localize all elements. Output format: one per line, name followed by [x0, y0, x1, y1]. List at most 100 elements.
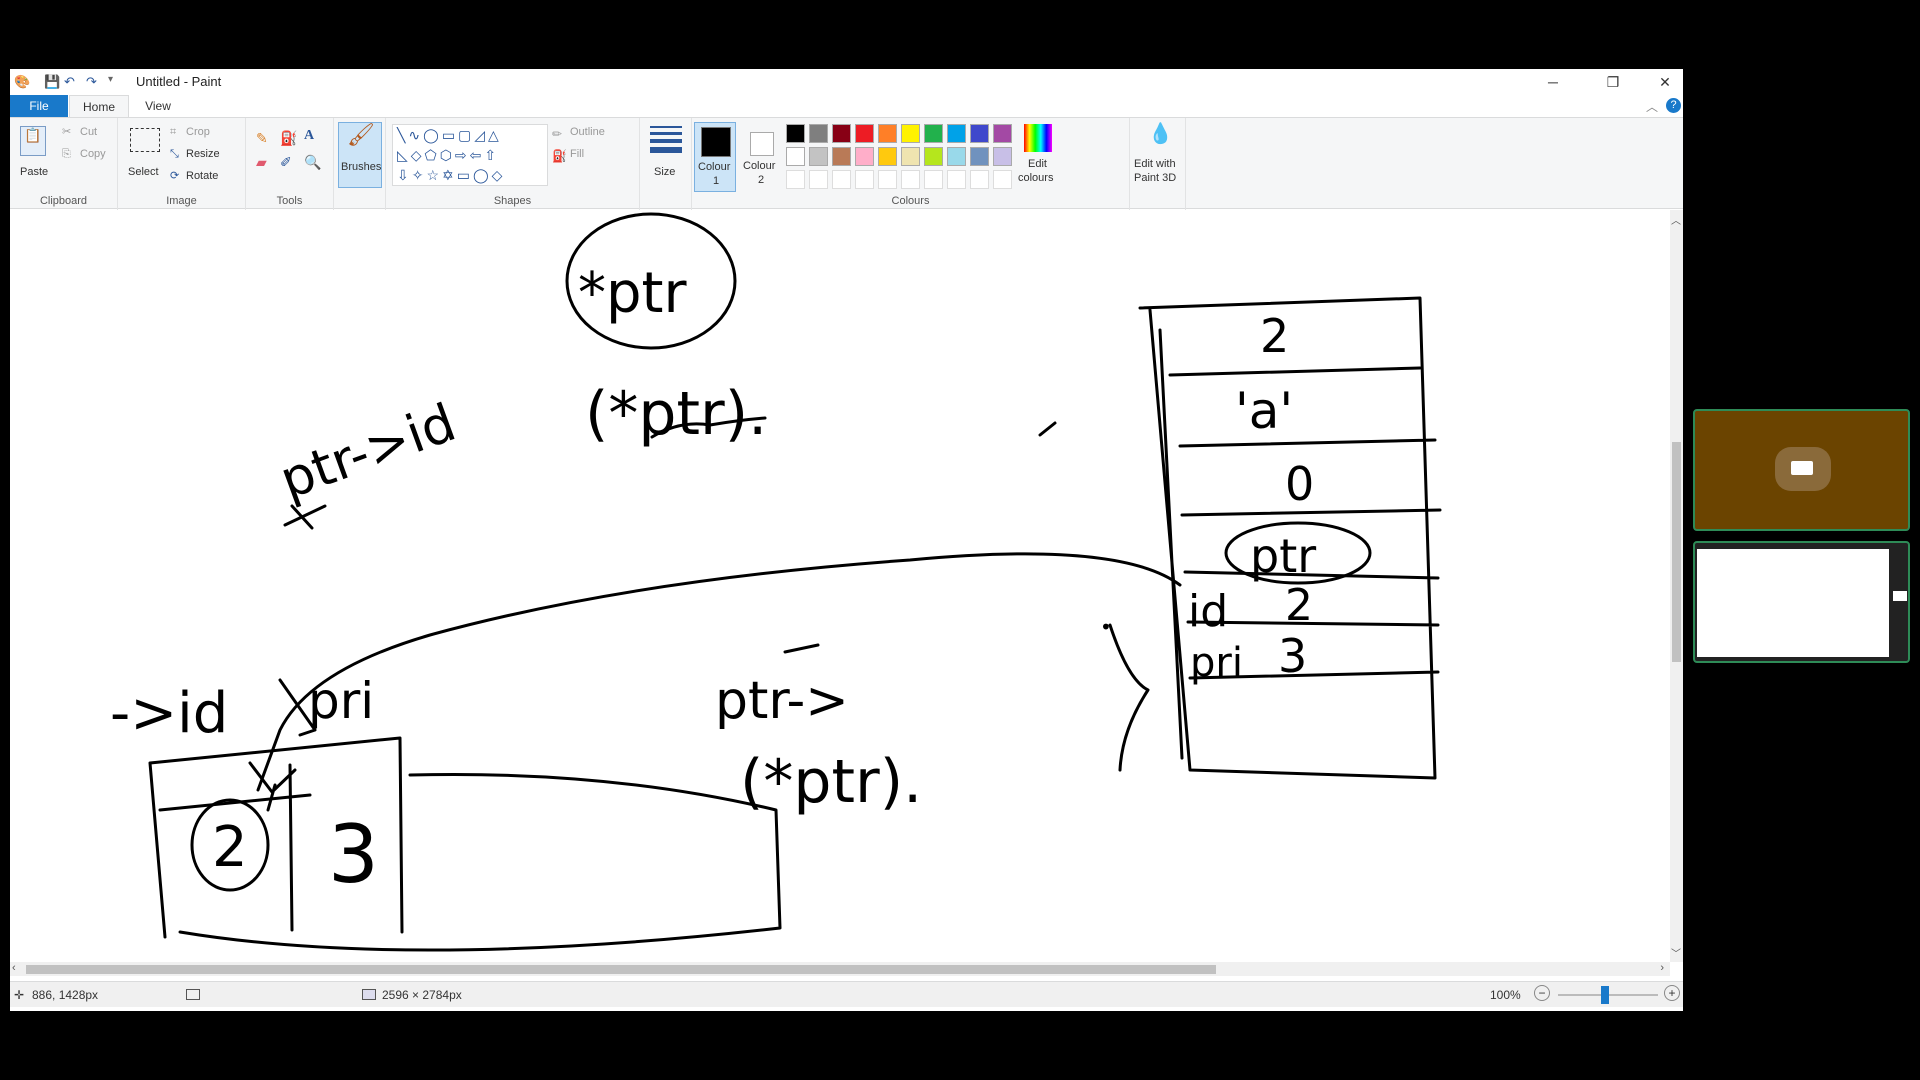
screen-share-side-indicator: [1893, 591, 1907, 601]
palette-swatch[interactable]: [786, 147, 805, 166]
colour-picker-icon[interactable]: ✐: [280, 154, 292, 170]
palette-swatch[interactable]: [786, 170, 805, 189]
select-label[interactable]: Select: [128, 166, 159, 178]
palette-swatch[interactable]: [947, 124, 966, 143]
size-label[interactable]: Size: [654, 166, 676, 178]
eraser-icon[interactable]: ▰: [256, 154, 267, 170]
tools-group-label: Tools: [276, 195, 303, 207]
tab-view[interactable]: View: [145, 99, 171, 113]
palette-swatch[interactable]: [809, 147, 828, 166]
fill-icon[interactable]: ⛽: [552, 149, 567, 163]
rotate-label[interactable]: Rotate: [186, 170, 219, 182]
paint-app-icon[interactable]: 🎨: [14, 74, 31, 89]
ellipse-star-ptr: [565, 212, 737, 350]
palette-swatch[interactable]: [993, 124, 1012, 143]
minimize-button[interactable]: ─: [1548, 74, 1558, 90]
camera-tile[interactable]: [1693, 409, 1910, 531]
palette-swatch[interactable]: [901, 147, 920, 166]
drawing-canvas[interactable]: *ptr (*ptr). ptr->id 2 'a' 0 ptr id 2 pr…: [10, 210, 1670, 962]
screen-share-tile[interactable]: [1693, 541, 1910, 663]
shapes-gallery[interactable]: ╲∿◯▭▢◿△ ◺◇⬠⬡⇨⇦⇧ ⇩✧☆✡▭◯◇: [392, 124, 548, 186]
cut-icon[interactable]: ✂: [62, 126, 72, 138]
palette-swatch[interactable]: [947, 170, 966, 189]
zoom-slider-thumb[interactable]: [1601, 986, 1609, 1004]
palette-swatch[interactable]: [924, 170, 943, 189]
resize-icon[interactable]: ⤡: [170, 148, 179, 160]
size-lines-icon[interactable]: [650, 126, 682, 153]
paste-label[interactable]: Paste: [20, 166, 49, 178]
help-icon[interactable]: ?: [1666, 98, 1681, 113]
paste-icon[interactable]: 📋: [20, 126, 46, 156]
cut-label[interactable]: Cut: [80, 126, 98, 138]
resize-label[interactable]: Resize: [186, 148, 220, 160]
palette-swatch[interactable]: [901, 124, 920, 143]
zoom-in-button[interactable]: +: [1664, 985, 1680, 1001]
horizontal-scrollbar[interactable]: ‹ ›: [10, 962, 1670, 976]
scroll-down-icon[interactable]: ﹀: [1671, 949, 1681, 960]
vertical-scroll-thumb[interactable]: [1672, 442, 1681, 662]
palette-swatch[interactable]: [809, 124, 828, 143]
palette-swatch[interactable]: [924, 147, 943, 166]
palette-swatch[interactable]: [832, 124, 851, 143]
scroll-up-icon[interactable]: ︿: [1671, 216, 1681, 227]
colour2-button[interactable]: Colour 2: [740, 122, 782, 192]
vertical-scrollbar[interactable]: ︿ ﹀: [1670, 210, 1683, 962]
palette-swatch[interactable]: [786, 124, 805, 143]
close-button[interactable]: ✕: [1659, 74, 1671, 90]
scroll-left-icon[interactable]: ‹: [12, 962, 16, 974]
paint3d-label-line1[interactable]: Edit with: [1134, 158, 1176, 170]
paint3d-label-line2[interactable]: Paint 3D: [1134, 172, 1177, 184]
crop-icon[interactable]: ⌗: [170, 126, 177, 138]
copy-label[interactable]: Copy: [80, 148, 106, 160]
palette-swatch[interactable]: [901, 170, 920, 189]
zoom-out-button[interactable]: −: [1534, 985, 1550, 1001]
palette-swatch[interactable]: [878, 147, 897, 166]
undo-icon[interactable]: ↶: [64, 74, 75, 89]
palette-swatch[interactable]: [993, 170, 1012, 189]
palette-swatch[interactable]: [855, 147, 874, 166]
select-icon[interactable]: [130, 128, 160, 152]
pencil-icon[interactable]: ✎: [256, 130, 268, 146]
copy-icon[interactable]: ⎘: [62, 148, 71, 160]
cross-mark: [283, 504, 327, 530]
palette-swatch[interactable]: [878, 170, 897, 189]
crop-label[interactable]: Crop: [186, 126, 210, 138]
fill-label[interactable]: Fill: [570, 148, 585, 160]
save-icon[interactable]: 💾: [44, 74, 61, 89]
paint3d-icon[interactable]: 💧: [1148, 123, 1173, 145]
brushes-button[interactable]: 🖌 Brushes: [338, 122, 382, 188]
restore-button[interactable]: ❐: [1606, 74, 1620, 90]
palette-swatch[interactable]: [855, 124, 874, 143]
palette-swatch[interactable]: [970, 124, 989, 143]
palette-swatch[interactable]: [832, 147, 851, 166]
palette-swatch[interactable]: [970, 147, 989, 166]
horizontal-scroll-thumb[interactable]: [26, 965, 1216, 974]
text-arr-cell2: 3: [328, 808, 379, 901]
outline-label[interactable]: Outline: [570, 126, 605, 138]
scroll-right-icon[interactable]: ›: [1660, 962, 1664, 974]
palette-swatch[interactable]: [855, 170, 874, 189]
outline-icon[interactable]: ✏: [552, 127, 563, 141]
tab-file[interactable]: File: [10, 95, 68, 117]
edit-colours-label-line2[interactable]: colours: [1018, 172, 1054, 184]
quick-access-dropdown-icon[interactable]: ▾: [108, 74, 114, 85]
edit-colours-label-line1[interactable]: Edit: [1028, 158, 1047, 170]
image-group-label: Image: [166, 195, 197, 207]
edit-colours-icon[interactable]: [1024, 124, 1052, 152]
tab-home[interactable]: Home: [69, 95, 129, 117]
palette-swatch[interactable]: [993, 147, 1012, 166]
redo-icon[interactable]: ↷: [86, 74, 97, 89]
palette-swatch[interactable]: [878, 124, 897, 143]
text-box-id-label: id: [1188, 586, 1228, 637]
palette-swatch[interactable]: [809, 170, 828, 189]
text-tool-icon[interactable]: A: [304, 128, 315, 143]
palette-swatch[interactable]: [947, 147, 966, 166]
magnifier-icon[interactable]: 🔍: [304, 154, 322, 170]
collapse-ribbon-icon[interactable]: ︿: [1646, 100, 1659, 114]
palette-swatch[interactable]: [970, 170, 989, 189]
colour1-button[interactable]: Colour 1: [694, 122, 736, 192]
palette-swatch[interactable]: [832, 170, 851, 189]
rotate-icon[interactable]: ⟳: [170, 170, 180, 182]
palette-swatch[interactable]: [924, 124, 943, 143]
fill-bucket-icon[interactable]: ⛽: [280, 130, 298, 146]
